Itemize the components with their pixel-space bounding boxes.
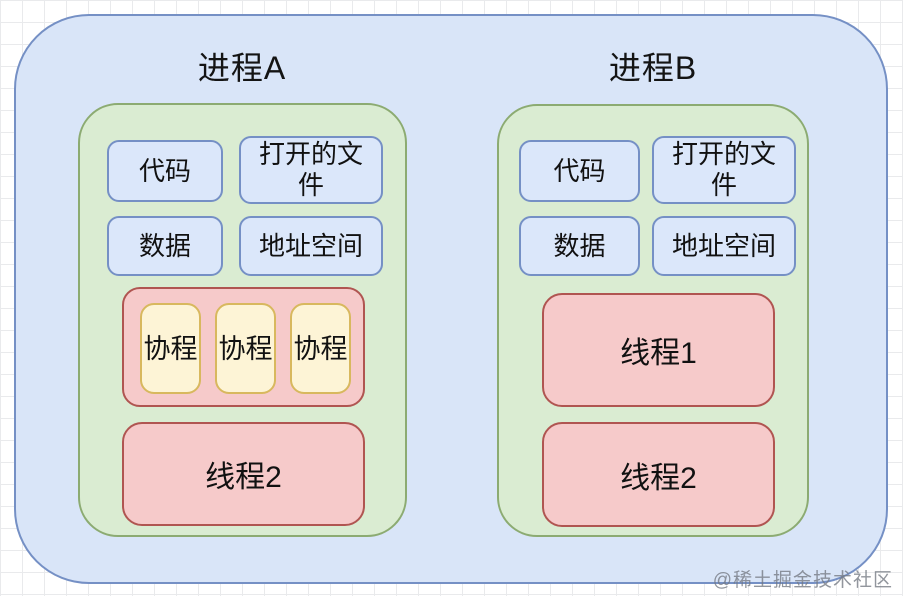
process-b-resource-code: 代码	[519, 140, 640, 202]
coroutine-box-1: 协程	[140, 303, 201, 394]
coroutine-box-2: 协程	[215, 303, 276, 394]
resource-label: 代码	[138, 155, 191, 186]
resource-label: 数据	[553, 230, 606, 261]
process-a-title: 进程A	[197, 50, 287, 86]
process-a-resource-address-space: 地址空间	[239, 216, 383, 276]
resource-label: 数据	[138, 230, 191, 261]
process-a-resource-open-files: 打开的文件	[239, 136, 383, 204]
resource-label: 打开的文件	[258, 139, 363, 200]
coroutine-box-3: 协程	[290, 303, 351, 394]
process-b-thread-2: 线程2	[542, 422, 775, 527]
watermark: @稀土掘金技术社区	[712, 570, 893, 591]
process-b-resource-address-space: 地址空间	[652, 216, 796, 276]
process-a-box: 代码 打开的文件 数据 地址空间 协程 协程 协程 线程2	[78, 103, 407, 537]
process-b-title: 进程B	[608, 50, 698, 86]
process-b-box: 代码 打开的文件 数据 地址空间 线程1 线程2	[497, 104, 809, 537]
process-b-resource-open-files: 打开的文件	[652, 136, 796, 204]
resource-label: 打开的文件	[671, 139, 776, 200]
resource-label: 地址空间	[258, 230, 363, 261]
process-a-coroutine-group: 协程 协程 协程	[122, 287, 365, 407]
resource-label: 代码	[553, 155, 606, 186]
process-a-resource-code: 代码	[107, 140, 223, 202]
resource-label: 地址空间	[671, 230, 776, 261]
process-b-thread-1: 线程1	[542, 293, 775, 407]
process-b-resource-data: 数据	[519, 216, 640, 276]
process-a-thread-2: 线程2	[122, 422, 365, 526]
process-a-resource-data: 数据	[107, 216, 223, 276]
